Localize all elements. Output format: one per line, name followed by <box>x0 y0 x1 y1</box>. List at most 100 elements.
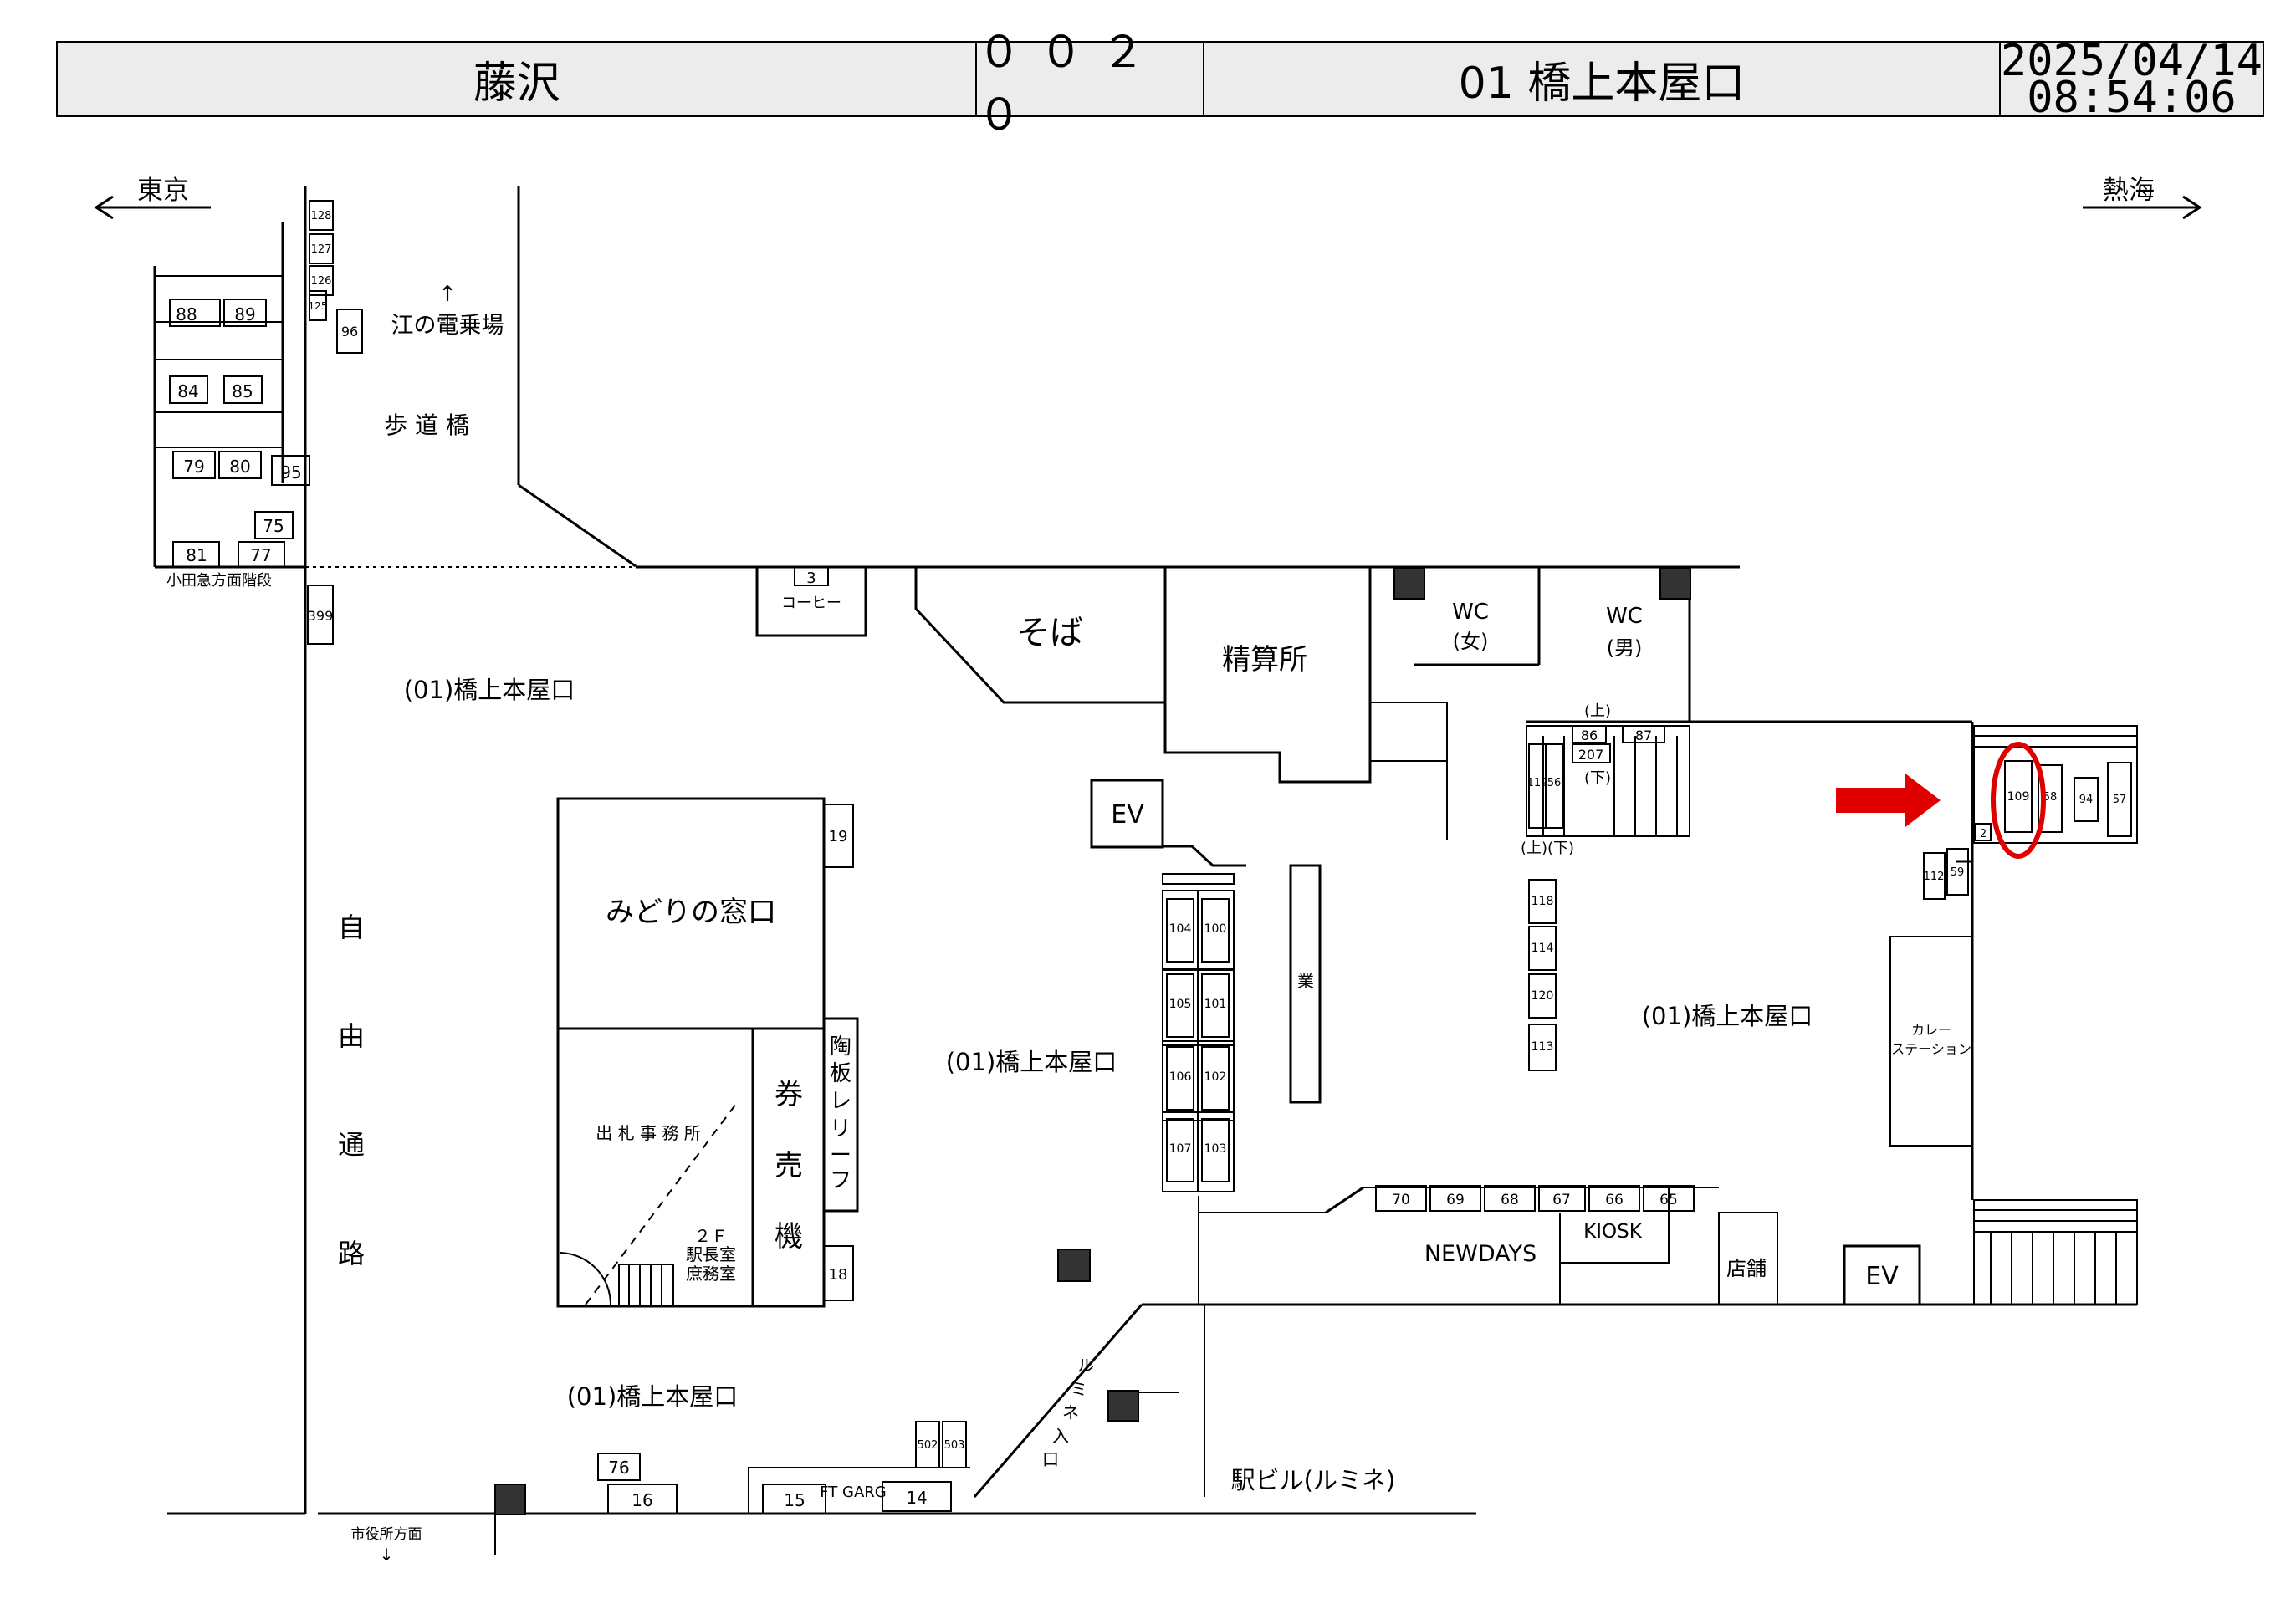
exit-name: 01 橋上本屋口 <box>1204 43 2001 115</box>
board-66: 66 <box>1588 1185 1640 1212</box>
midori-window-block: みどりの窓口 出 札 事 務 所 ２Ｆ 駅長室 庶務室 券 売 機 <box>556 797 826 1308</box>
odakyu-stairs: 小田急方面階段 <box>155 275 283 590</box>
ev-label: EV <box>1111 800 1144 830</box>
svg-text:機: 機 <box>775 1220 803 1254</box>
station-building-label: 駅ビル(ルミネ) <box>1231 1466 1396 1494</box>
wc-area: WC (女) WC (男) <box>1414 567 1691 722</box>
ticket-office-label: 出 札 事 務 所 <box>596 1123 700 1143</box>
store-label: 店舗 <box>1726 1257 1767 1280</box>
board-118: 118 <box>1528 879 1557 924</box>
board-119: 119 <box>1527 743 1548 829</box>
board-58: 58 <box>2038 764 2063 833</box>
enoden-label: 江の電乗場 <box>391 313 504 339</box>
board-96: 96 <box>336 309 363 354</box>
svg-text:79: 79 <box>183 457 204 477</box>
board-125: 125 <box>309 290 328 321</box>
svg-text:84: 84 <box>177 381 198 401</box>
svg-text:127: 127 <box>311 243 332 256</box>
wc-female-sub: (女) <box>1453 630 1489 653</box>
boards: 88 89 84 85 79 80 95 75 81 77 96 128 127… <box>169 200 2132 1514</box>
odakyu-stairs-label: 小田急方面階段 <box>166 572 272 590</box>
up-label: (上) <box>1584 702 1611 720</box>
board-109: 109 <box>2004 760 2033 833</box>
board-128: 128 <box>309 200 334 231</box>
board-19: 19 <box>823 804 854 868</box>
svg-text:口: 口 <box>1042 1449 1059 1469</box>
svg-text:113: 113 <box>1532 1040 1554 1054</box>
footbridge-label: 歩 道 橋 <box>384 411 469 439</box>
pillars <box>494 568 1691 1515</box>
pillar <box>1393 568 1425 600</box>
svg-text:81: 81 <box>186 545 207 565</box>
curry-station: カレー ステーション <box>1889 936 1973 1147</box>
svg-text:125: 125 <box>309 300 328 312</box>
svg-text:80: 80 <box>229 457 250 477</box>
board-103: 103 <box>1201 1118 1230 1182</box>
svg-text:77: 77 <box>250 545 271 565</box>
board-81: 81 <box>172 541 220 568</box>
coffee-label: コーヒー <box>781 595 841 612</box>
board-14: 14 <box>882 1481 952 1512</box>
board-68: 68 <box>1484 1185 1536 1212</box>
svg-text:75: 75 <box>263 516 284 536</box>
svg-text:106: 106 <box>1169 1070 1192 1084</box>
board-18: 18 <box>823 1245 854 1301</box>
soba-shop: そば <box>914 567 1165 704</box>
svg-text:104: 104 <box>1169 922 1192 936</box>
board-207: 207 <box>1572 743 1611 763</box>
board-59: 59 <box>1946 848 1969 896</box>
board-114: 114 <box>1528 926 1557 971</box>
board-106: 106 <box>1166 1046 1194 1111</box>
svg-text:119: 119 <box>1527 777 1548 789</box>
svg-text:通: 通 <box>338 1129 365 1161</box>
svg-text:フ: フ <box>830 1168 851 1193</box>
svg-text:96: 96 <box>341 324 358 340</box>
board-399: 399 <box>307 585 334 645</box>
wc-female-label: WC <box>1452 600 1489 625</box>
board-120: 120 <box>1528 973 1557 1019</box>
svg-text:ネ: ネ <box>1062 1402 1079 1422</box>
concourse-label-4: (01)橋上本屋口 <box>567 1382 739 1411</box>
board-89: 89 <box>223 299 267 327</box>
board-102: 102 <box>1201 1046 1230 1111</box>
board-70: 70 <box>1375 1185 1427 1212</box>
svg-text:502: 502 <box>918 1439 938 1452</box>
svg-text:86: 86 <box>1581 728 1598 743</box>
svg-text:94: 94 <box>2079 794 2094 806</box>
pillar <box>1057 1249 1091 1282</box>
svg-text:売: 売 <box>775 1149 803 1182</box>
board-77: 77 <box>238 541 285 568</box>
floor2-label: ２Ｆ <box>694 1226 728 1246</box>
city-hall-label: 市役所方面 <box>351 1526 422 1543</box>
garden-label: FT GARG <box>820 1484 886 1501</box>
board-76: 76 <box>597 1453 641 1481</box>
wc-male-sub: (男) <box>1607 636 1643 660</box>
svg-text:128: 128 <box>311 210 332 222</box>
svg-text:19: 19 <box>829 828 848 845</box>
svg-text:57: 57 <box>2113 794 2127 806</box>
svg-text:18: 18 <box>829 1266 848 1284</box>
svg-text:券: 券 <box>775 1078 803 1111</box>
platform-stairs-right <box>1973 725 2138 1305</box>
general-affairs-label: 庶務室 <box>686 1264 736 1284</box>
svg-text:板: 板 <box>830 1061 851 1086</box>
svg-text:70: 70 <box>1392 1192 1410 1208</box>
board-503: 503 <box>942 1421 967 1468</box>
curry-label-1: カレー <box>1911 1022 1951 1038</box>
svg-text:399: 399 <box>308 608 334 624</box>
curry-label-2: ステーション <box>1891 1041 1971 1057</box>
atami-label: 熱海 <box>2103 176 2155 206</box>
svg-text:107: 107 <box>1169 1142 1192 1156</box>
svg-text:66: 66 <box>1605 1192 1624 1208</box>
svg-text:路: 路 <box>338 1238 365 1269</box>
board-15: 15 <box>762 1484 826 1514</box>
svg-text:69: 69 <box>1446 1192 1465 1208</box>
board-75: 75 <box>254 511 294 539</box>
board-127: 127 <box>309 233 334 264</box>
board-85: 85 <box>223 375 263 404</box>
board-104: 104 <box>1166 898 1194 963</box>
direction-atami: 熱海 <box>2083 176 2202 220</box>
board-57: 57 <box>2107 762 2132 837</box>
city-hall-arrow: ↓ <box>380 1545 394 1565</box>
